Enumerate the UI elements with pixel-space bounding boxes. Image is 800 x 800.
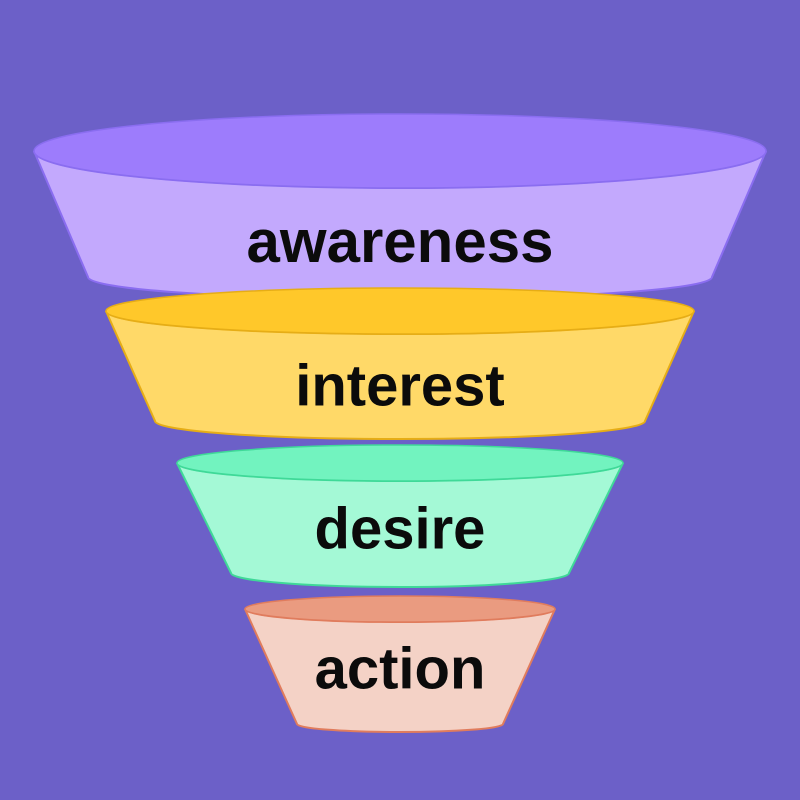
stage-rim [176, 444, 624, 482]
stage-label: interest [295, 353, 505, 418]
stage-label: action [315, 636, 486, 701]
funnel-stage-interest: interest [105, 287, 695, 440]
funnel-stage-action: action [244, 595, 556, 733]
stage-rim [33, 113, 767, 189]
funnel-stage-desire: desire [176, 444, 624, 588]
stage-label: desire [315, 496, 486, 561]
stage-label: awareness [247, 208, 554, 275]
funnel-stage-awareness: awareness [33, 113, 767, 300]
stage-rim [105, 287, 695, 335]
stage-rim [244, 595, 556, 623]
